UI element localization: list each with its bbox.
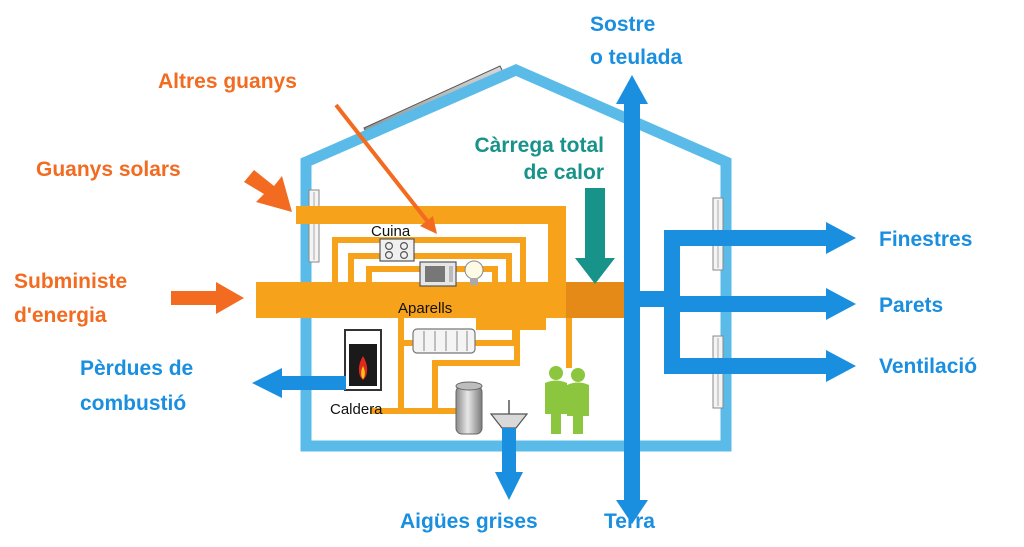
perdues-label-line2: combustió	[80, 392, 186, 415]
sostre-label-line1: Sostre	[590, 13, 655, 36]
energy-gains-network	[256, 206, 624, 414]
heat-load-block	[566, 282, 624, 318]
radiator-icon	[412, 328, 476, 354]
aparells-label: Aparells	[398, 300, 452, 317]
sink-icon	[489, 400, 529, 429]
boiler-icon	[344, 329, 382, 391]
terra-label: Terra	[604, 510, 655, 533]
window-icon	[308, 189, 320, 263]
subministre-label-line2: d'energia	[14, 304, 107, 327]
subministre-label-line1: Subministe	[14, 270, 127, 293]
perdues-label-line1: Pèrdues de	[80, 357, 193, 380]
guanys-solars-arrow	[244, 170, 292, 212]
carrega-label-line2: de calor	[523, 161, 604, 184]
light-bulb-icon	[464, 260, 484, 285]
microwave-icon	[419, 261, 457, 287]
aigues-grises-label: Aigües grises	[400, 510, 538, 533]
altres-guanys-arrow	[334, 103, 437, 234]
cuina-label: Cuina	[371, 223, 411, 240]
ventilacio-label: Ventilació	[879, 355, 977, 378]
subministre-arrow	[171, 282, 244, 314]
carrega-label-line1: Càrrega total	[474, 134, 604, 157]
combustion-loss-arrow	[252, 368, 346, 398]
finestres-label: Finestres	[879, 228, 972, 251]
carrega-arrow	[575, 188, 615, 284]
parets-label: Parets	[879, 294, 943, 317]
people-icon	[545, 366, 589, 434]
guanys-solars-label: Guanys solars	[36, 158, 181, 181]
water-heater-icon	[455, 381, 483, 435]
grey-water-arrow	[495, 428, 523, 500]
horizontal-loss-arrows	[624, 222, 856, 382]
altres-guanys-label: Altres guanys	[158, 70, 297, 93]
caldera-label: Caldera	[330, 401, 383, 418]
sostre-label-line2: o teulada	[590, 46, 683, 69]
stove-icon	[379, 238, 415, 262]
